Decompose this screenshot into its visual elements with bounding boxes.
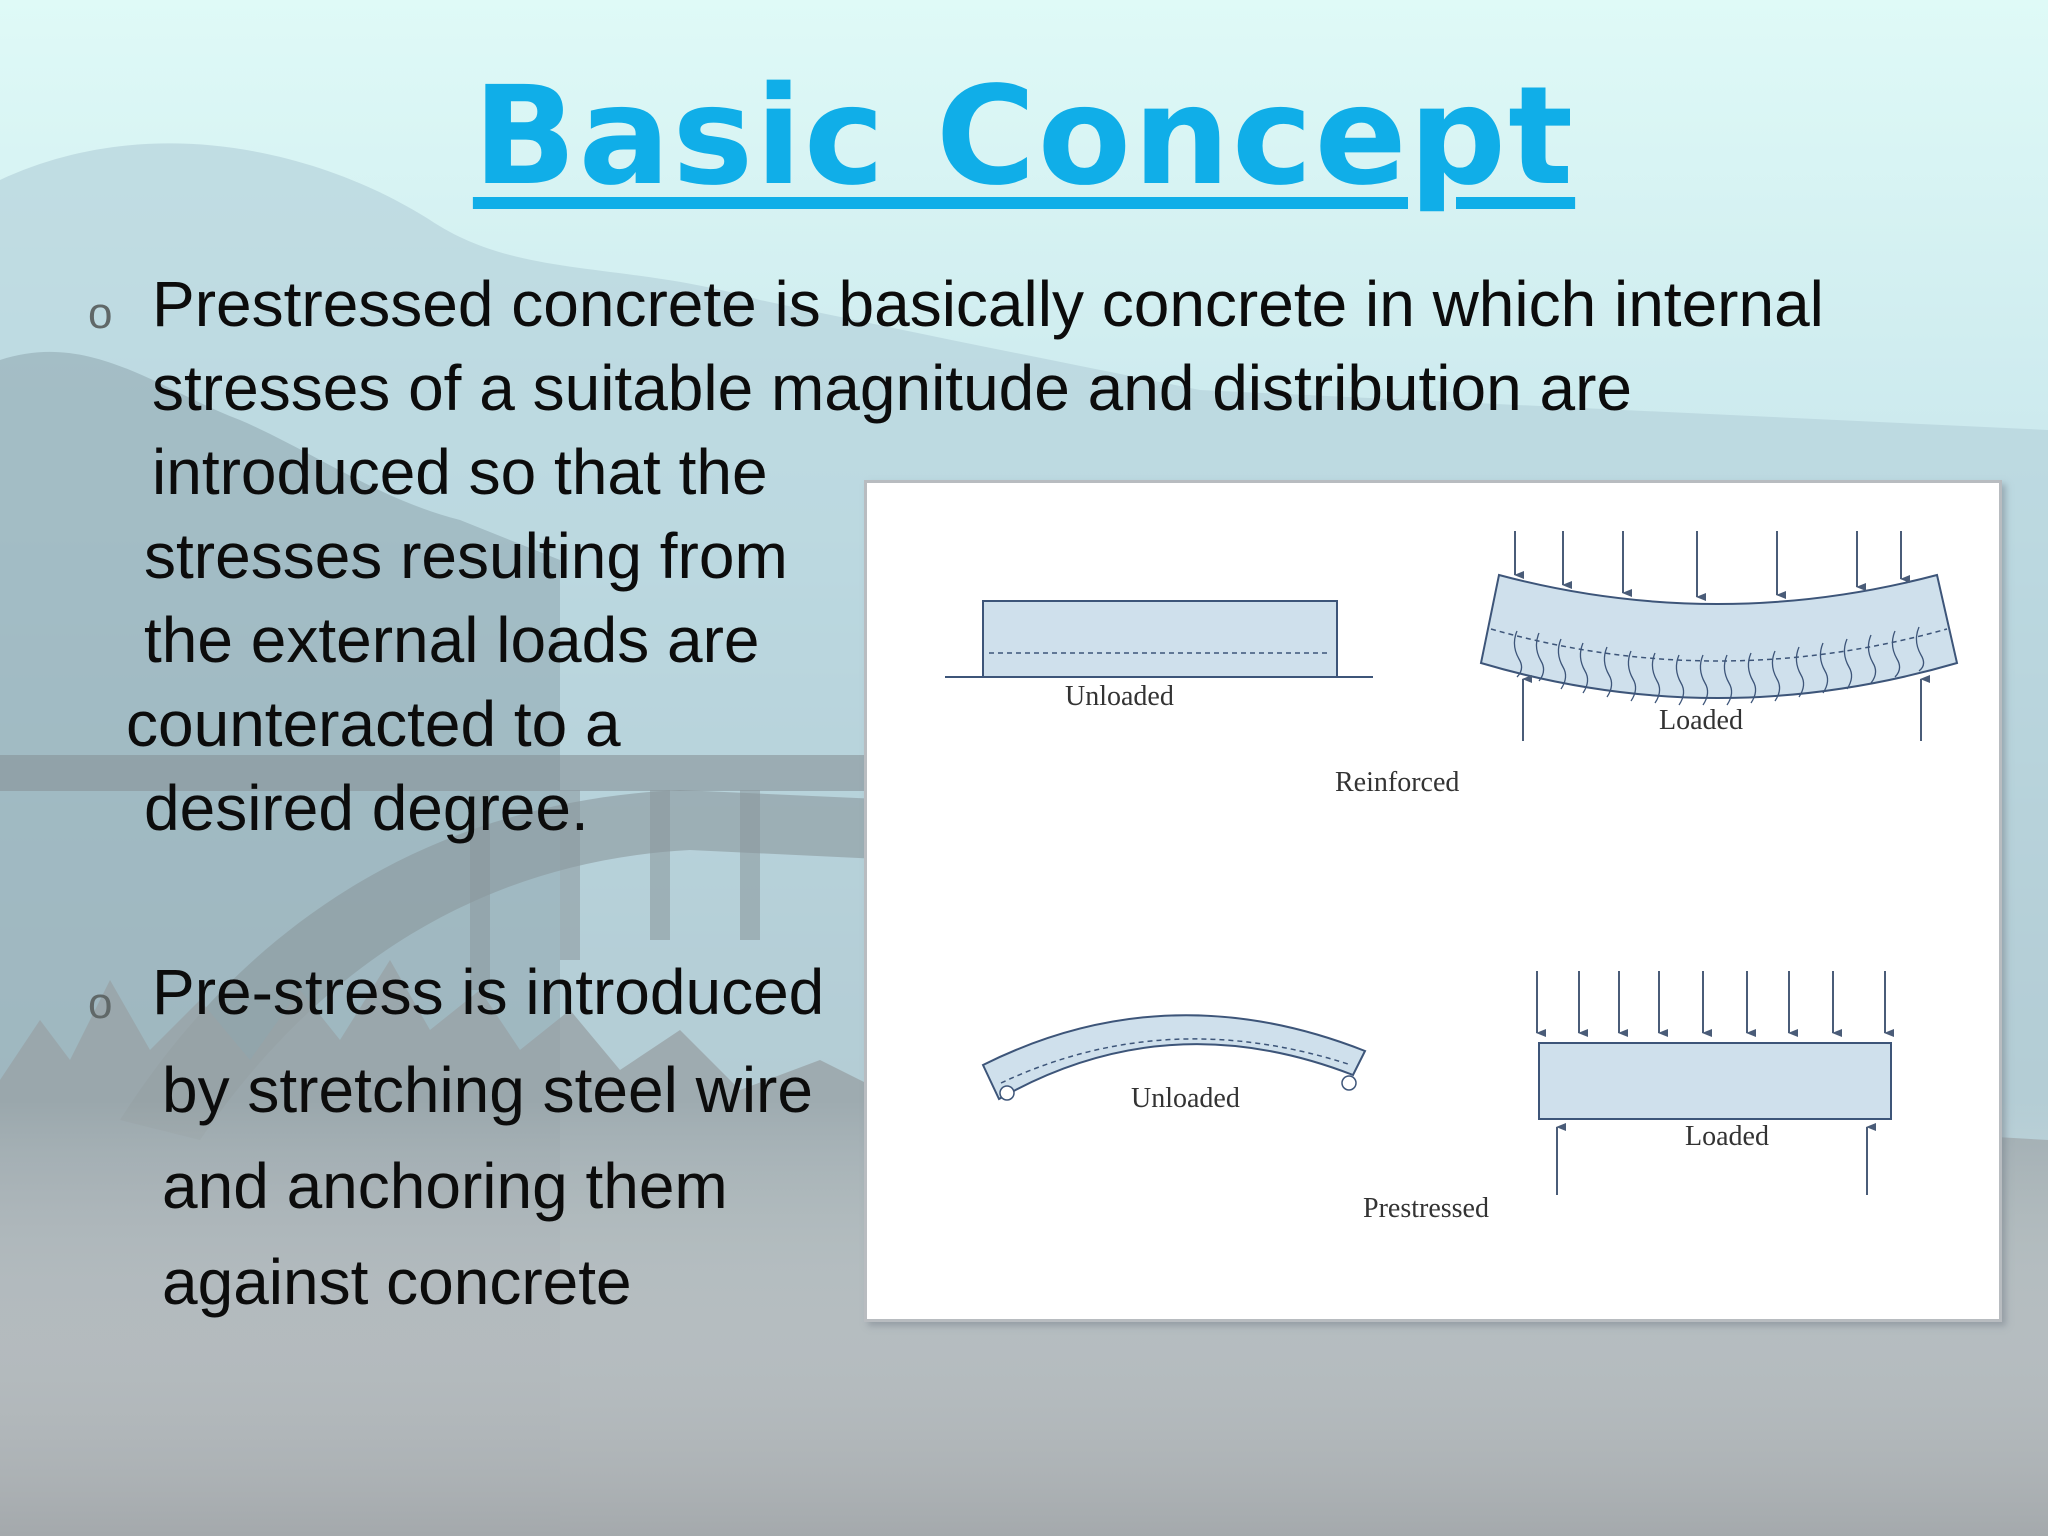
bullet-1-line-2: stresses of a suitable magnitude and dis… <box>152 352 1632 424</box>
bullet-1-line-5: the external loads are <box>144 604 760 676</box>
bullet-marker: o <box>88 979 113 1028</box>
bullet-1-line-6: counteracted to a <box>126 688 621 760</box>
bullet-marker: o <box>88 289 113 338</box>
slide-title: Basic Concept <box>0 58 2048 216</box>
beam-diagram-figure: Unloaded <box>864 480 2002 1322</box>
bullet-2-line-2: by stretching steel wire <box>162 1054 813 1126</box>
reinforced-caption: Reinforced <box>1335 767 1459 798</box>
beam-diagram: Unloaded <box>945 531 1959 1224</box>
bullet-1-line-1: Prestressed concrete is basically concre… <box>152 268 1824 340</box>
title-text: Basic Concept <box>472 58 1576 216</box>
bullet-2-line-3: and anchoring them <box>162 1150 728 1222</box>
bullet-1-line-7: desired degree. <box>144 772 589 844</box>
prestressed-caption: Prestressed <box>1363 1193 1489 1224</box>
reinforced-loaded-label: Loaded <box>1659 705 1743 736</box>
prestressed-unloaded-label: Unloaded <box>1131 1083 1240 1114</box>
reinforced-loaded-beam <box>1479 531 1959 741</box>
bullet-2-line-1: Pre-stress is introduced <box>152 956 825 1028</box>
prestressed-loaded-label: Loaded <box>1685 1121 1769 1152</box>
bullet-1-line-4: stresses resulting from <box>144 520 788 592</box>
bullet-2-line-4: against concrete <box>162 1246 632 1318</box>
reinforced-unloaded-beam <box>945 600 1373 678</box>
reinforced-unloaded-label: Unloaded <box>1065 681 1174 712</box>
prestressed-unloaded-beam <box>981 1014 1367 1101</box>
prestressed-loaded-beam <box>1536 971 1894 1195</box>
bullet-1-line-3: introduced so that the <box>152 436 768 508</box>
